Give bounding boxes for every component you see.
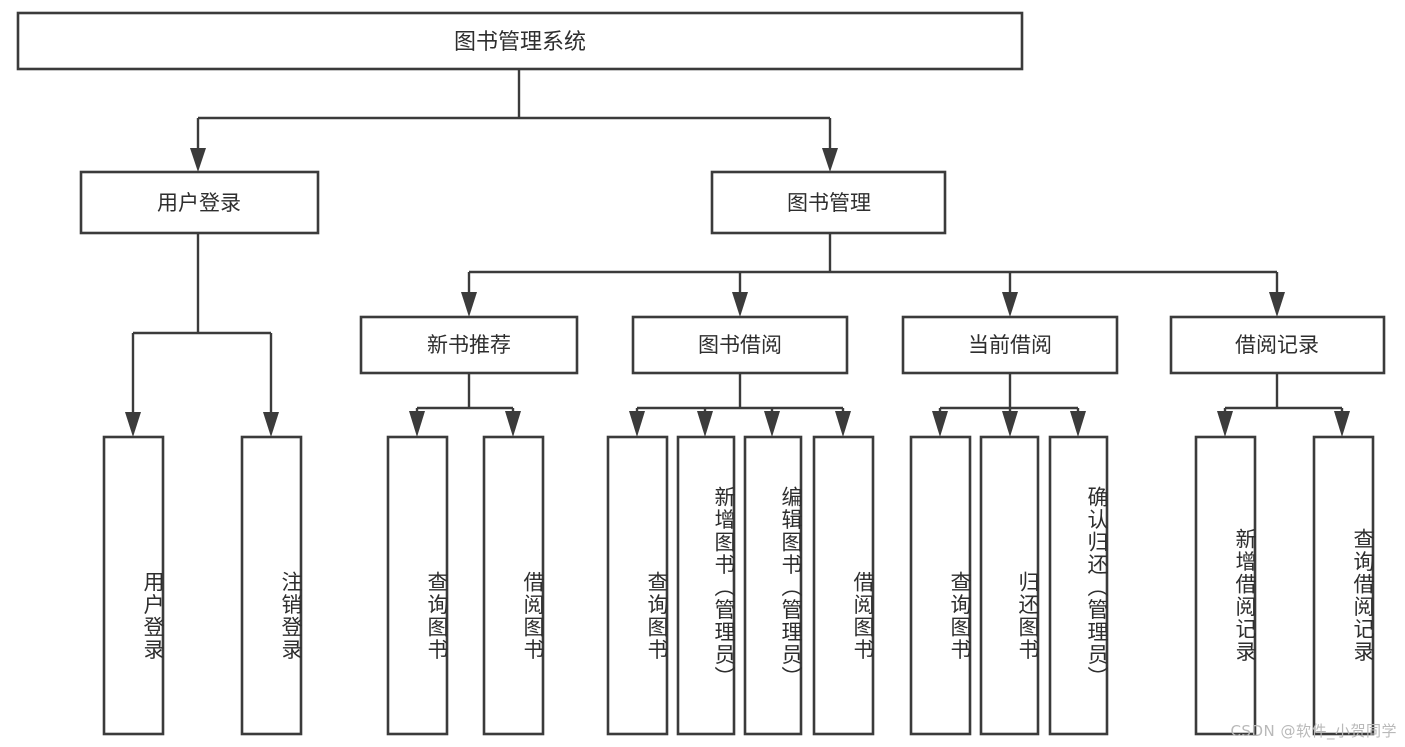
node-borrow-record-label: 借阅记录 bbox=[1235, 333, 1319, 357]
node-leaf-nb-query-book[interactable] bbox=[386, 435, 449, 736]
node-leaf-logout[interactable] bbox=[240, 435, 303, 736]
node-user-login-label: 用户登录 bbox=[157, 191, 241, 215]
arrowhead-leaf-logout bbox=[263, 412, 279, 437]
arrowhead-nb-borrow-book bbox=[505, 411, 521, 437]
node-new-book-recommend-label: 新书推荐 bbox=[427, 333, 511, 357]
arrowhead-new-book bbox=[461, 292, 477, 317]
connector-layer bbox=[125, 69, 1350, 437]
node-layer: 图书管理系统 用户登录 图书管理 新书推荐 图书借阅 当前借阅 借阅记录 bbox=[16, 11, 1386, 736]
node-leaf-cb-confirm-return[interactable] bbox=[1048, 435, 1109, 736]
node-book-borrow[interactable] bbox=[631, 315, 849, 375]
node-current-borrow-label: 当前借阅 bbox=[968, 333, 1052, 357]
watermark: CSDN @软件_小贺同学 bbox=[1230, 722, 1397, 740]
node-leaf-cb-return-book[interactable] bbox=[979, 435, 1040, 736]
node-book-management[interactable] bbox=[710, 170, 947, 235]
node-current-borrow[interactable] bbox=[901, 315, 1119, 375]
arrowhead-current-borrow bbox=[1002, 292, 1018, 317]
arrowhead-cb-query-book bbox=[932, 411, 948, 437]
arrowhead-bb-borrow-book bbox=[835, 411, 851, 437]
arrowhead-user-login bbox=[190, 148, 206, 172]
arrowhead-borrow-record bbox=[1269, 292, 1285, 317]
node-user-login[interactable] bbox=[79, 170, 320, 235]
node-leaf-user-login[interactable] bbox=[102, 435, 165, 736]
node-leaf-bb-borrow-book[interactable] bbox=[812, 435, 875, 736]
arrowhead-leaf-user-login bbox=[125, 412, 141, 437]
node-book-management-label: 图书管理 bbox=[787, 191, 871, 215]
arrowhead-book-borrow bbox=[732, 292, 748, 317]
node-leaf-cb-query-book[interactable] bbox=[909, 435, 972, 736]
node-root-label: 图书管理系统 bbox=[454, 30, 586, 55]
arrowhead-bb-add-book bbox=[697, 411, 713, 437]
arrowhead-cb-return-book bbox=[1002, 411, 1018, 437]
arrowhead-bb-edit-book bbox=[764, 411, 780, 437]
node-leaf-nb-borrow-book[interactable] bbox=[482, 435, 545, 736]
node-root-book-management-system[interactable] bbox=[16, 11, 1024, 71]
node-leaf-br-add-record[interactable] bbox=[1194, 435, 1257, 736]
node-leaf-bb-add-book[interactable] bbox=[676, 435, 736, 736]
node-book-borrow-label: 图书借阅 bbox=[698, 333, 782, 357]
arrowhead-nb-query-book bbox=[409, 411, 425, 437]
arrowhead-bb-query-book bbox=[629, 411, 645, 437]
arrowhead-br-add-record bbox=[1217, 411, 1233, 437]
node-borrow-record[interactable] bbox=[1169, 315, 1386, 375]
node-leaf-br-query-record[interactable] bbox=[1312, 435, 1375, 736]
node-leaf-bb-edit-book[interactable] bbox=[743, 435, 803, 736]
arrowhead-cb-confirm-return bbox=[1070, 411, 1086, 437]
arrowhead-book-mgmt bbox=[822, 148, 838, 172]
node-new-book-recommend[interactable] bbox=[359, 315, 579, 375]
node-leaf-bb-query-book[interactable] bbox=[606, 435, 669, 736]
arrowhead-br-query-record bbox=[1334, 411, 1350, 437]
